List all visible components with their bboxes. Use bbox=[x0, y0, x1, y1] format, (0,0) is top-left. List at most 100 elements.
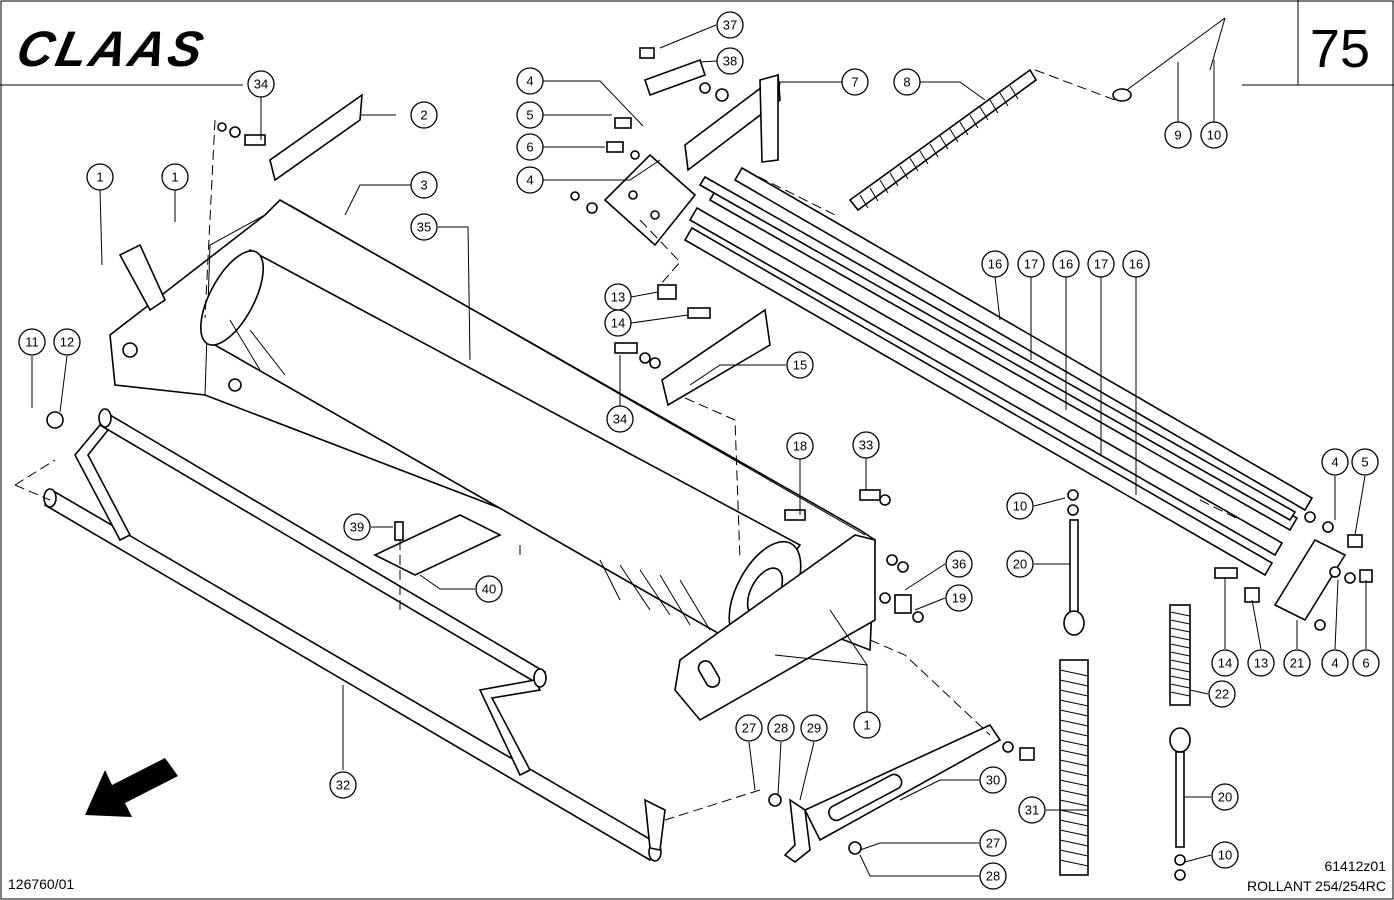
callout-38: 38 bbox=[716, 47, 744, 75]
callout-text: 1 bbox=[96, 170, 103, 185]
callout-1: 1 bbox=[86, 163, 114, 191]
callout-29: 29 bbox=[800, 714, 828, 742]
direction-arrow-icon bbox=[85, 758, 178, 817]
callout-text: 34 bbox=[254, 77, 268, 92]
callout-text: 17 bbox=[1024, 257, 1038, 272]
callout-10: 10 bbox=[1006, 492, 1034, 520]
document-number: 126760/01 bbox=[8, 876, 75, 892]
callout-text: 4 bbox=[526, 173, 533, 188]
callout-text: 6 bbox=[1362, 656, 1369, 671]
callout-text: 6 bbox=[526, 140, 533, 155]
end-plate-21 bbox=[1273, 538, 1347, 622]
callout-39: 39 bbox=[343, 513, 371, 541]
callout-text: 16 bbox=[1129, 257, 1143, 272]
callout-text: 32 bbox=[336, 778, 350, 793]
callout-19: 19 bbox=[945, 584, 973, 612]
callout-text: 4 bbox=[526, 74, 533, 89]
bracket-2 bbox=[269, 93, 363, 182]
callout-5: 5 bbox=[1351, 448, 1379, 476]
callout-8: 8 bbox=[893, 68, 921, 96]
rods-16-17 bbox=[683, 166, 1314, 577]
callout-20: 20 bbox=[1211, 783, 1239, 811]
side-plate-right bbox=[674, 534, 876, 722]
callout-16: 16 bbox=[981, 250, 1009, 278]
callout-36: 36 bbox=[945, 550, 973, 578]
eye-bolt-20-upper bbox=[1063, 519, 1085, 636]
callout-31: 31 bbox=[1018, 796, 1046, 824]
callout-text: 40 bbox=[482, 582, 496, 597]
callout-18: 18 bbox=[786, 432, 814, 460]
callout-27: 27 bbox=[979, 829, 1007, 857]
callout-3: 3 bbox=[410, 171, 438, 199]
callout-27: 27 bbox=[735, 714, 763, 742]
callout-35: 35 bbox=[410, 213, 438, 241]
callout-4: 4 bbox=[1321, 448, 1349, 476]
callout-11: 11 bbox=[18, 328, 46, 356]
drawing-id: 61412z01 bbox=[1324, 858, 1386, 874]
callout-20: 20 bbox=[1006, 550, 1034, 578]
callout-text: 8 bbox=[903, 75, 910, 90]
callout-text: 37 bbox=[723, 18, 737, 33]
page-number: 75 bbox=[1309, 19, 1370, 79]
callout-14: 14 bbox=[604, 309, 632, 337]
callout-text: 22 bbox=[1215, 687, 1229, 702]
callout-text: 10 bbox=[1013, 499, 1027, 514]
callout-text: 29 bbox=[807, 721, 821, 736]
callout-text: 14 bbox=[1218, 656, 1232, 671]
callout-text: 3 bbox=[420, 178, 427, 193]
bracket-15 bbox=[661, 308, 771, 407]
callout-34: 34 bbox=[606, 405, 634, 433]
callout-34: 34 bbox=[247, 70, 275, 98]
callout-text: 30 bbox=[986, 773, 1000, 788]
assembly-guides bbox=[14, 69, 1241, 821]
callout-32: 32 bbox=[329, 771, 357, 799]
callout-text: 13 bbox=[611, 290, 625, 305]
callout-13: 13 bbox=[1247, 649, 1275, 677]
callout-text: 20 bbox=[1013, 557, 1027, 572]
callout-1: 1 bbox=[161, 163, 189, 191]
callout-21: 21 bbox=[1283, 649, 1311, 677]
callout-text: 10 bbox=[1218, 848, 1232, 863]
callout-text: 20 bbox=[1218, 790, 1232, 805]
rod-9 bbox=[1112, 17, 1226, 102]
callout-text: 11 bbox=[25, 335, 39, 350]
callout-text: 33 bbox=[859, 438, 873, 453]
callout-4: 4 bbox=[1321, 649, 1349, 677]
leader-lines bbox=[31, 24, 1367, 877]
callout-text: 27 bbox=[742, 721, 756, 736]
callout-text: 18 bbox=[793, 439, 807, 454]
handle-bracket bbox=[118, 243, 167, 312]
callout-text: 4 bbox=[1331, 455, 1338, 470]
callout-2: 2 bbox=[410, 101, 438, 129]
mounting-plate-left bbox=[603, 153, 697, 247]
callout-text: 16 bbox=[988, 257, 1002, 272]
callout-37: 37 bbox=[716, 11, 744, 39]
callout-9: 9 bbox=[1164, 121, 1192, 149]
callout-text: 1 bbox=[171, 170, 178, 185]
callout-17: 17 bbox=[1087, 250, 1115, 278]
callout-10: 10 bbox=[1200, 121, 1228, 149]
callout-text: 27 bbox=[986, 836, 1000, 851]
callout-text: 14 bbox=[611, 316, 625, 331]
callout-text: 5 bbox=[1361, 455, 1368, 470]
callout-text: 28 bbox=[774, 721, 788, 736]
callout-text: 28 bbox=[986, 869, 1000, 884]
callout-22: 22 bbox=[1208, 680, 1236, 708]
deflector-plate bbox=[373, 514, 502, 576]
callout-text: 38 bbox=[723, 54, 737, 69]
callout-7: 7 bbox=[841, 68, 869, 96]
callout-6: 6 bbox=[516, 133, 544, 161]
eye-bolt-20-lower bbox=[1169, 727, 1191, 848]
callout-15: 15 bbox=[786, 351, 814, 379]
hardware-items bbox=[46, 47, 1373, 881]
callout-text: 36 bbox=[952, 557, 966, 572]
callout-text: 10 bbox=[1207, 128, 1221, 143]
callout-text: 31 bbox=[1025, 803, 1039, 818]
callout-16: 16 bbox=[1122, 250, 1150, 278]
callout-text: 34 bbox=[613, 412, 627, 427]
callout-text: 19 bbox=[952, 591, 966, 606]
callout-text: 9 bbox=[1174, 128, 1181, 143]
callout-text: 21 bbox=[1290, 656, 1304, 671]
callout-1: 1 bbox=[853, 711, 881, 739]
